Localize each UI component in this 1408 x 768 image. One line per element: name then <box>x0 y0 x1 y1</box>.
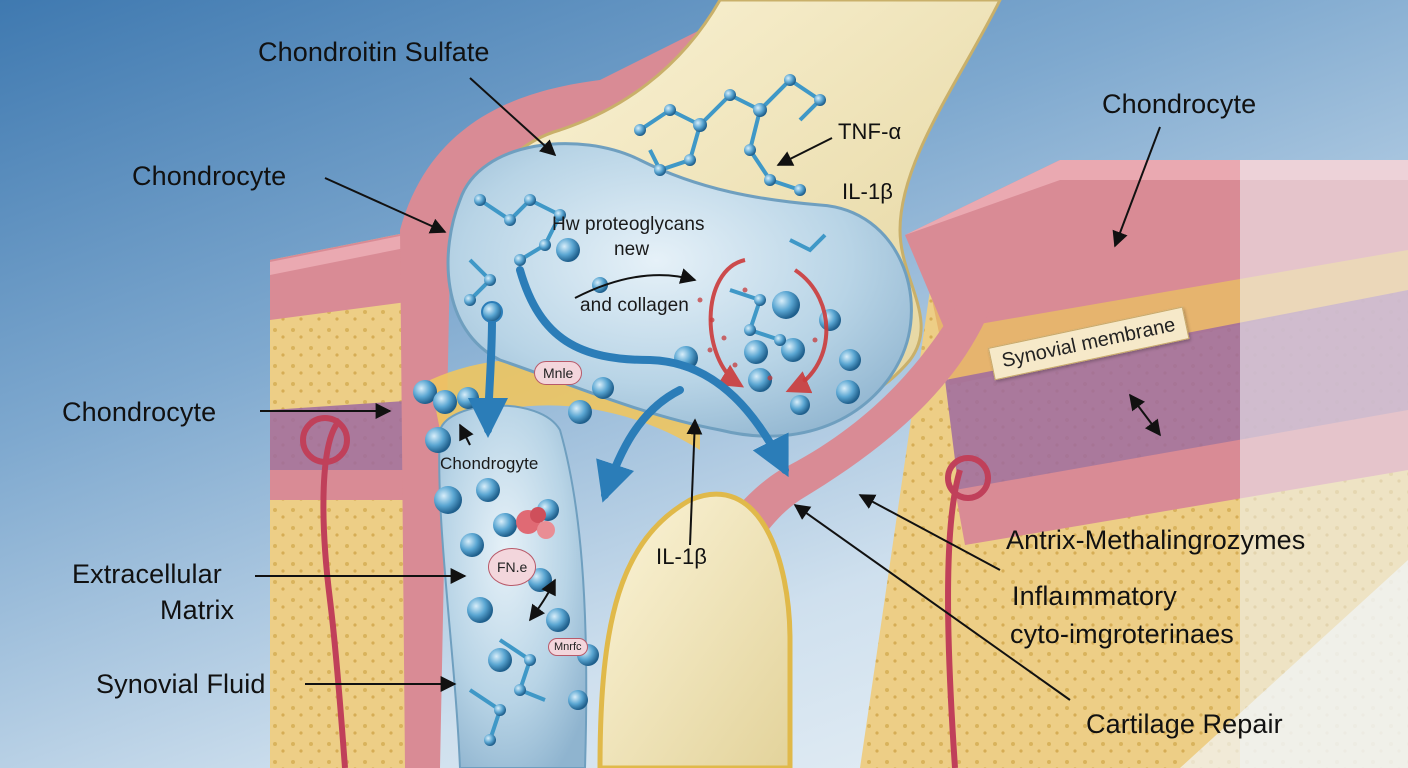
label-extracellular: Extracellular <box>72 559 222 589</box>
label-tnf-alpha: TNF-α <box>838 119 902 144</box>
label-collagen: and collagen <box>580 295 689 316</box>
label-cyto: cyto-imgroterinaes <box>1010 619 1234 649</box>
label-proteoglycans: Hw proteoglycans <box>552 214 705 235</box>
label-il1b-bottom: IL-1β <box>656 544 708 569</box>
callout-lines <box>255 77 1161 701</box>
label-chondroitin-sulfate: Chondroitin Sulfate <box>258 37 490 67</box>
lower-bone <box>597 491 793 768</box>
synovium-left <box>400 0 800 768</box>
enzyme-cluster <box>516 507 555 539</box>
label-chondrocyte-top-left: Chondrocyte <box>132 161 287 191</box>
label-antrix: Antrix-Methalingrozymes <box>1006 525 1306 555</box>
label-synovial-fluid: Synovial Fluid <box>96 669 266 699</box>
label-inflammatory: Inflaımmatory <box>1012 581 1177 611</box>
label-matrix: Matrix <box>160 595 235 625</box>
flow-arrows <box>468 266 789 503</box>
label-chondrocyte-inner: Chondrogyte <box>440 454 539 473</box>
label-chondrocyte-mid-left: Chondrocyte <box>62 397 217 427</box>
badge-small: Mnrfc <box>548 638 588 656</box>
synovium-right <box>640 300 990 768</box>
label-cartilage-repair: Cartilage Repair <box>1086 709 1283 739</box>
left-tissue-slab <box>270 230 430 768</box>
label-proteoglycans-new: new <box>614 239 650 260</box>
label-chondrocyte-top-right: Chondrocyte <box>1102 89 1257 119</box>
badge-fn: FN.e <box>488 548 537 586</box>
synovial-fluid-column <box>438 404 588 768</box>
label-il1b-top: IL-1β <box>842 179 894 204</box>
badge-mmp: Mnle <box>534 361 583 385</box>
molecule-nodes <box>464 74 826 746</box>
